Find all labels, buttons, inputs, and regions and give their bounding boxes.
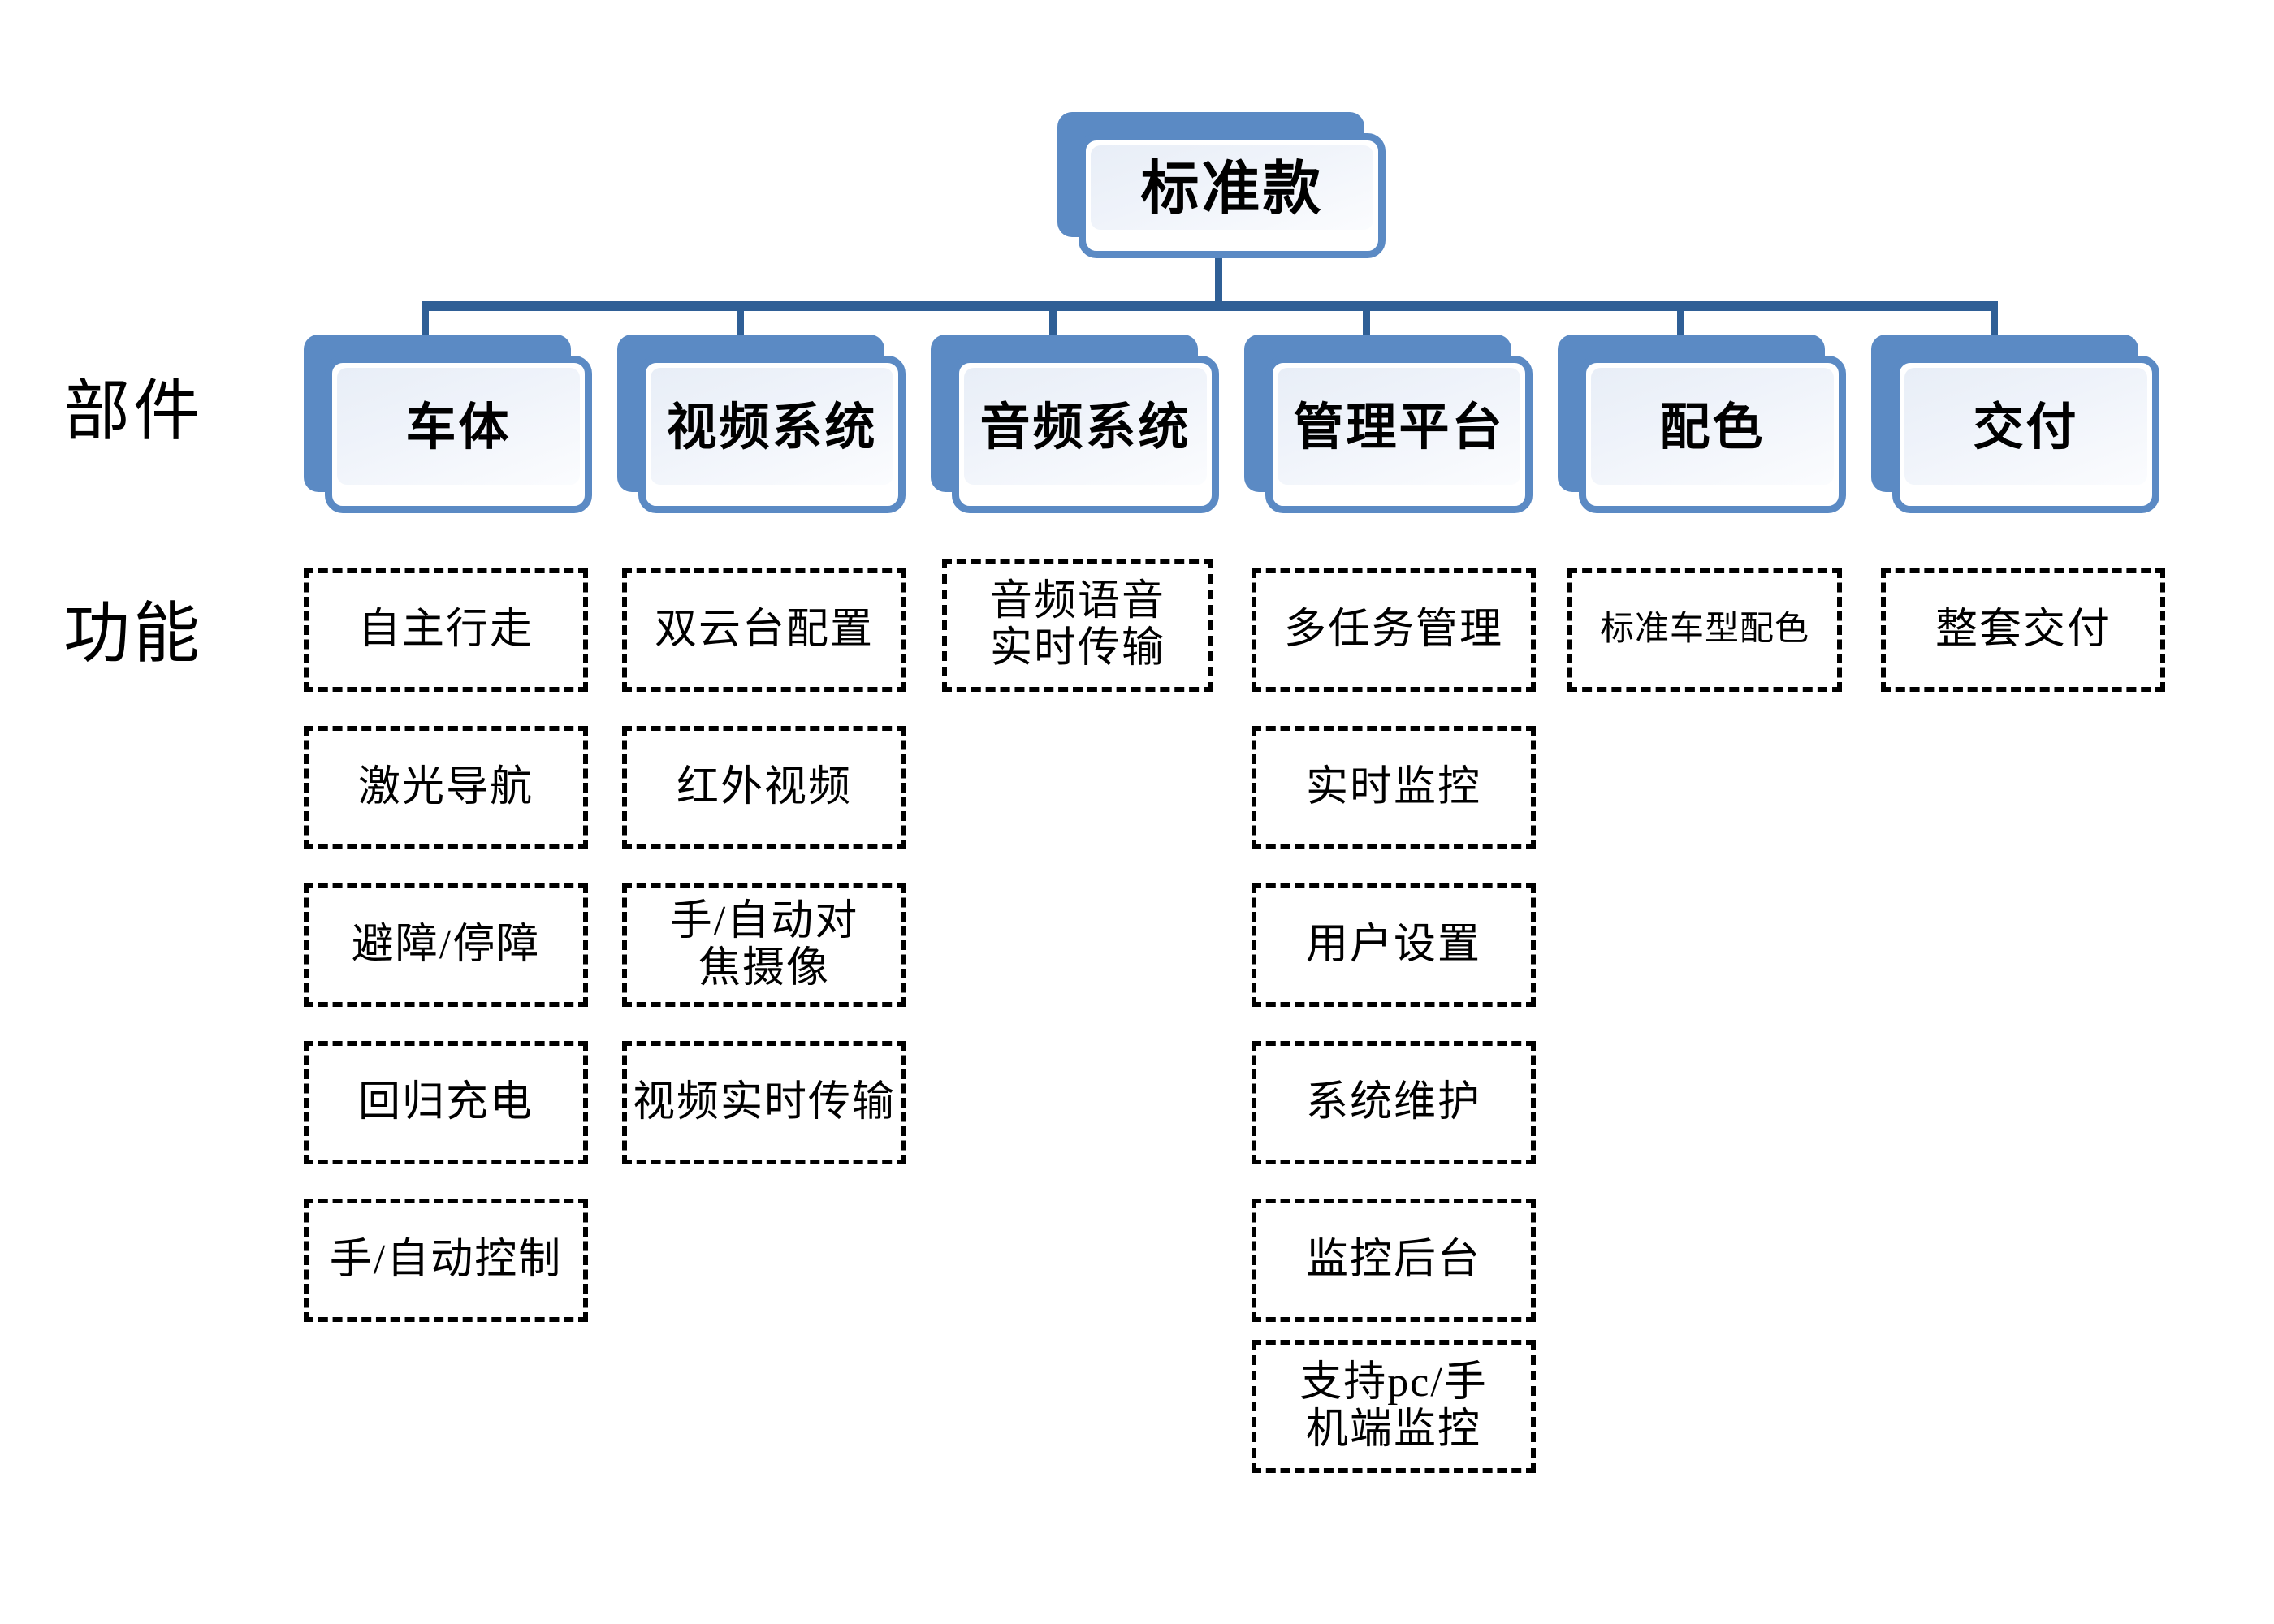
function-box-label: 自主行走	[357, 606, 534, 653]
function-box-c6-1[interactable]: 整套交付	[1881, 568, 2165, 692]
node-component-3[interactable]: 音频系统	[931, 335, 1219, 513]
function-box-c4-4[interactable]: 系统维护	[1252, 1041, 1536, 1164]
node-front-layer: 音频系统	[952, 356, 1219, 513]
function-box-c1-3[interactable]: 避障/停障	[304, 883, 588, 1007]
node-inner-panel	[337, 368, 580, 485]
function-box-label: 视频实时传输	[632, 1078, 896, 1125]
function-box-c4-6[interactable]: 支持pc/手 机端监控	[1252, 1340, 1536, 1473]
node-front-layer: 标准款	[1079, 133, 1386, 258]
function-box-c2-3[interactable]: 手/自动对 焦摄像	[622, 883, 906, 1007]
function-box-label: 回归充电	[357, 1078, 534, 1125]
node-component-1[interactable]: 车体	[304, 335, 592, 513]
function-box-c1-2[interactable]: 激光导航	[304, 726, 588, 849]
function-box-label: 标准车型配色	[1599, 611, 1809, 649]
function-box-c2-2[interactable]: 红外视频	[622, 726, 906, 849]
function-box-label: 避障/停障	[351, 921, 541, 968]
function-box-label: 系统维护	[1305, 1078, 1481, 1125]
node-component-label: 视频系统	[666, 400, 878, 456]
node-component-4[interactable]: 管理平台	[1244, 335, 1533, 513]
row-label-components: 部件	[63, 374, 204, 448]
function-box-c1-1[interactable]: 自主行走	[304, 568, 588, 692]
function-box-label: 红外视频	[676, 763, 852, 810]
function-box-label: 手/自动控制	[329, 1236, 563, 1283]
connector-drop-2	[737, 301, 744, 340]
function-box-c2-4[interactable]: 视频实时传输	[622, 1041, 906, 1164]
node-component-2[interactable]: 视频系统	[617, 335, 906, 513]
node-front-layer: 配色	[1579, 356, 1846, 513]
node-inner-panel	[651, 368, 893, 485]
node-component-label: 车体	[405, 400, 512, 456]
function-box-c4-1[interactable]: 多任务管理	[1252, 568, 1536, 692]
node-inner-panel	[1278, 368, 1520, 485]
connector-drop-5	[1677, 301, 1684, 340]
connector-drop-3	[1049, 301, 1057, 340]
node-component-label: 管理平台	[1293, 400, 1505, 456]
row-label-functions: 功能	[63, 597, 204, 671]
function-box-label: 支持pc/手 机端监控	[1299, 1358, 1488, 1453]
node-component-5[interactable]: 配色	[1558, 335, 1846, 513]
node-front-layer: 管理平台	[1265, 356, 1533, 513]
connector-drop-4	[1363, 301, 1370, 340]
function-box-label: 手/自动对 焦摄像	[669, 897, 859, 991]
connector-drop-1	[422, 301, 429, 340]
function-box-c1-5[interactable]: 手/自动控制	[304, 1199, 588, 1322]
node-inner-panel	[964, 368, 1207, 485]
node-component-label: 音频系统	[979, 400, 1191, 456]
node-front-layer: 交付	[1892, 356, 2159, 513]
node-front-layer: 视频系统	[638, 356, 906, 513]
function-box-label: 激光导航	[357, 763, 534, 810]
function-box-c2-1[interactable]: 双云台配置	[622, 568, 906, 692]
function-box-label: 双云台配置	[654, 606, 874, 653]
node-front-layer: 车体	[325, 356, 592, 513]
function-box-label: 多任务管理	[1283, 606, 1503, 653]
connector-root-stem	[1215, 258, 1222, 304]
function-box-c5-1[interactable]: 标准车型配色	[1567, 568, 1842, 692]
function-box-c3-1[interactable]: 音频语音 实时传输	[942, 559, 1213, 692]
function-box-label: 用户设置	[1305, 921, 1481, 968]
function-box-c1-4[interactable]: 回归充电	[304, 1041, 588, 1164]
node-component-label: 配色	[1659, 400, 1766, 456]
function-box-label: 整套交付	[1935, 606, 2111, 653]
connector-drop-6	[1991, 301, 1998, 340]
node-component-label: 交付	[1973, 400, 2079, 456]
function-box-c4-2[interactable]: 实时监控	[1252, 726, 1536, 849]
function-box-label: 监控后台	[1305, 1236, 1481, 1283]
node-inner-panel	[1904, 368, 2147, 485]
function-box-label: 实时监控	[1305, 763, 1481, 810]
function-box-c4-5[interactable]: 监控后台	[1252, 1199, 1536, 1322]
node-root-label: 标准款	[1140, 157, 1324, 222]
function-box-c4-3[interactable]: 用户设置	[1252, 883, 1536, 1007]
connector-horizontal-bar	[422, 301, 1998, 311]
node-component-6[interactable]: 交付	[1871, 335, 2159, 513]
node-root-standard-model[interactable]: 标准款	[1057, 112, 1386, 258]
node-inner-panel	[1591, 368, 1834, 485]
node-inner-panel	[1091, 145, 1373, 230]
function-box-label: 音频语音 实时传输	[989, 577, 1165, 672]
